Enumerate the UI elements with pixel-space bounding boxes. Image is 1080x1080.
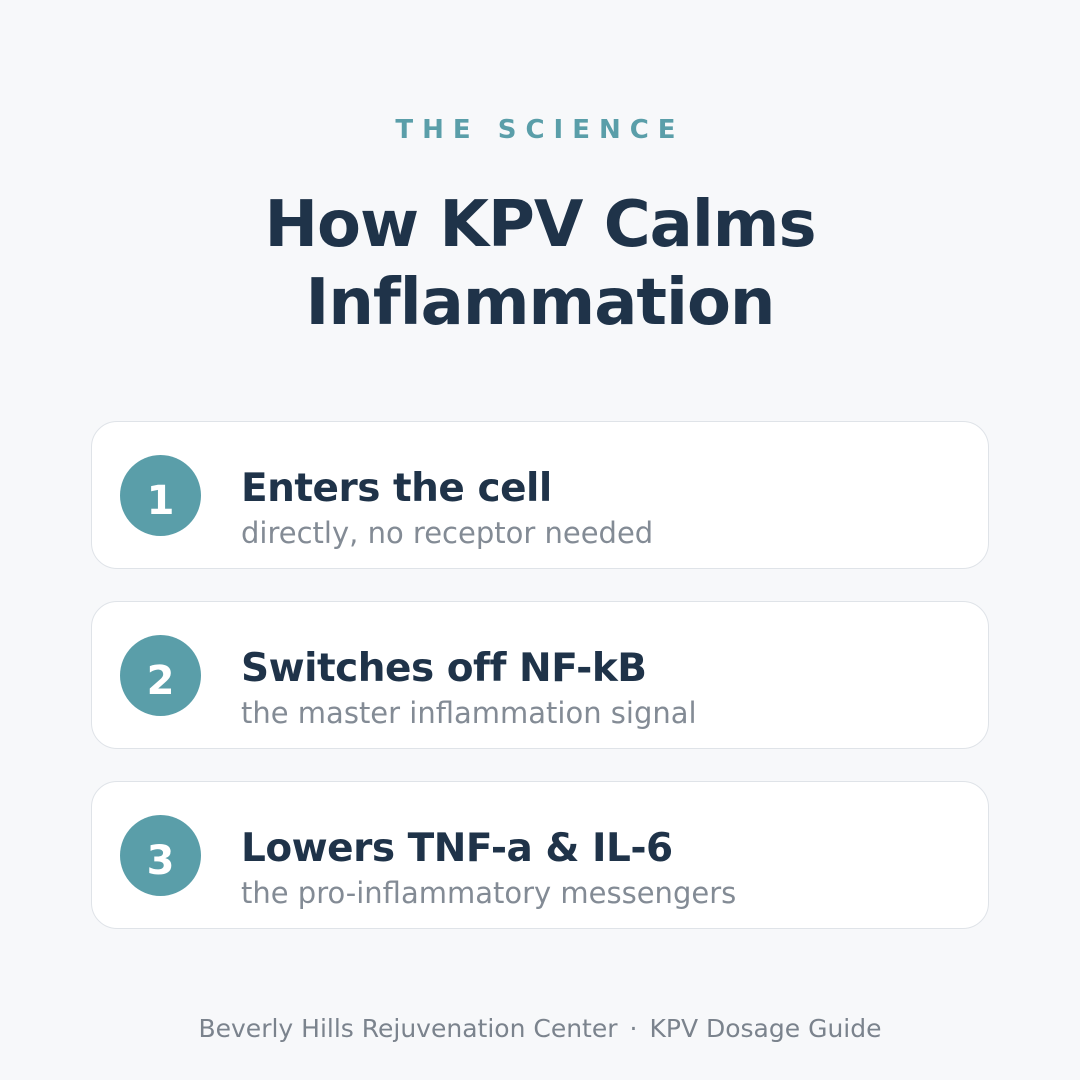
page-title: How KPV Calms Inflammation xyxy=(0,186,1080,342)
step-title-3: Lowers TNF-a & IL-6 xyxy=(241,826,673,871)
step-number-badge-2: 2 xyxy=(120,635,201,716)
step-number-badge-3: 3 xyxy=(120,815,201,896)
step-number-badge-1: 1 xyxy=(120,455,201,536)
step-card-1: 1 Enters the cell directly, no receptor … xyxy=(91,421,989,569)
step-title-1: Enters the cell xyxy=(241,466,552,511)
step-subtitle-2: the master inflammation signal xyxy=(241,696,697,730)
footer: Beverly Hills Rejuvenation Center · KPV Do… xyxy=(0,1012,1080,1046)
step-subtitle-3: the pro-inflammatory messengers xyxy=(241,876,737,910)
step-subtitle-1: directly, no receptor needed xyxy=(241,516,654,550)
footer-brand: Beverly Hills Rejuvenation Center xyxy=(198,1014,618,1043)
page-title-line-2: Inflammation xyxy=(305,266,776,340)
step-card-3: 3 Lowers TNF-a & IL-6 the pro-inflammato… xyxy=(91,781,989,929)
footer-guide: KPV Dosage Guide xyxy=(649,1014,882,1043)
step-title-2: Switches off NF-kB xyxy=(241,646,647,691)
section-eyebrow: THE SCIENCE xyxy=(395,115,685,145)
footer-separator: · xyxy=(629,1014,638,1043)
step-card-2: 2 Switches off NF-kB the master inflamma… xyxy=(91,601,989,749)
page-title-line-1: How KPV Calms xyxy=(264,188,816,262)
